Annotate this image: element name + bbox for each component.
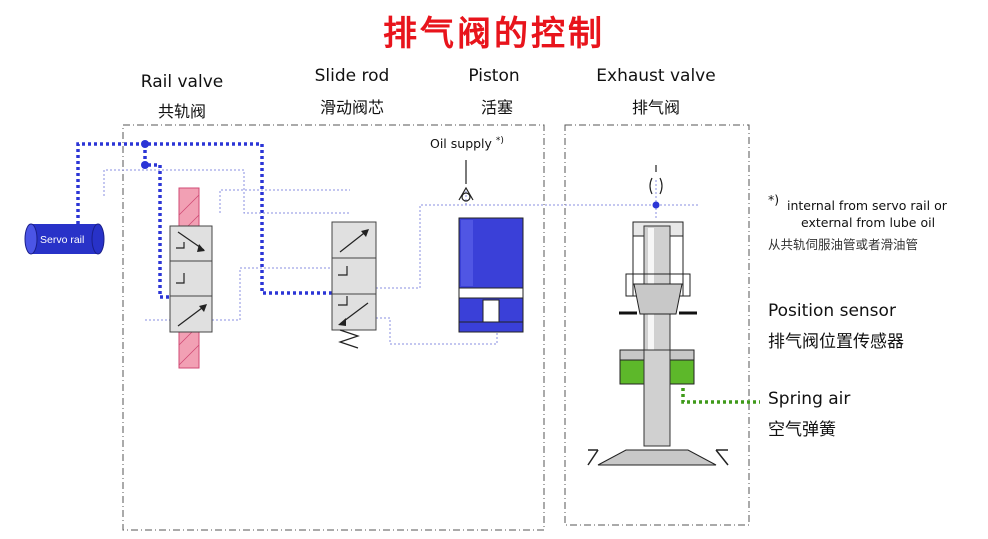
label-rail-valve: Rail valve <box>140 72 224 92</box>
servo-rail <box>24 223 105 255</box>
label-slide-rod: Slide rod <box>314 66 390 86</box>
footnote-cn: 从共轨伺服油管或者滑油管 <box>768 237 919 252</box>
label-rail-valve-cn: 共轨阀 <box>157 102 206 121</box>
exhaust-valve <box>587 221 729 466</box>
label-position-sensor: Position sensor <box>768 301 896 321</box>
label-piston-cn: 活塞 <box>480 98 513 117</box>
label-oil-supply: Oil supply *) <box>430 136 504 152</box>
label-spring-air-cn: 空气弹簧 <box>768 420 836 440</box>
label-servo-rail: Servo rail <box>40 234 84 246</box>
piston <box>458 217 524 333</box>
exhaust-valve-boundary <box>564 124 750 526</box>
servo-oil-lines <box>76 142 332 299</box>
orifice-symbol <box>649 165 663 195</box>
label-spring-air: Spring air <box>768 389 851 409</box>
footnote-line-1: internal from servo rail or <box>787 198 947 213</box>
footnote-line-2: external from lube oil <box>801 215 936 230</box>
spring-air-line <box>681 388 760 404</box>
label-piston: Piston <box>468 66 520 86</box>
oil-supply-check-valve <box>458 160 474 202</box>
hydraulic-lines <box>103 169 700 345</box>
label-slide-rod-cn: 滑动阀芯 <box>319 98 384 117</box>
diagram-title: 排气阀的控制 <box>383 14 605 54</box>
label-exhaust-valve: Exhaust valve <box>596 66 716 86</box>
label-exhaust-valve-cn: 排气阀 <box>631 98 680 117</box>
junction-dot <box>141 161 149 169</box>
junction-dot <box>652 201 660 209</box>
slide-rod-valve <box>331 221 377 349</box>
label-position-sensor-cn: 排气阀位置传感器 <box>768 332 904 352</box>
rail-valve <box>169 187 213 369</box>
junction-dot <box>141 140 149 148</box>
footnote-mark: *) <box>768 192 780 207</box>
hydraulic-unit-boundary <box>122 124 545 531</box>
